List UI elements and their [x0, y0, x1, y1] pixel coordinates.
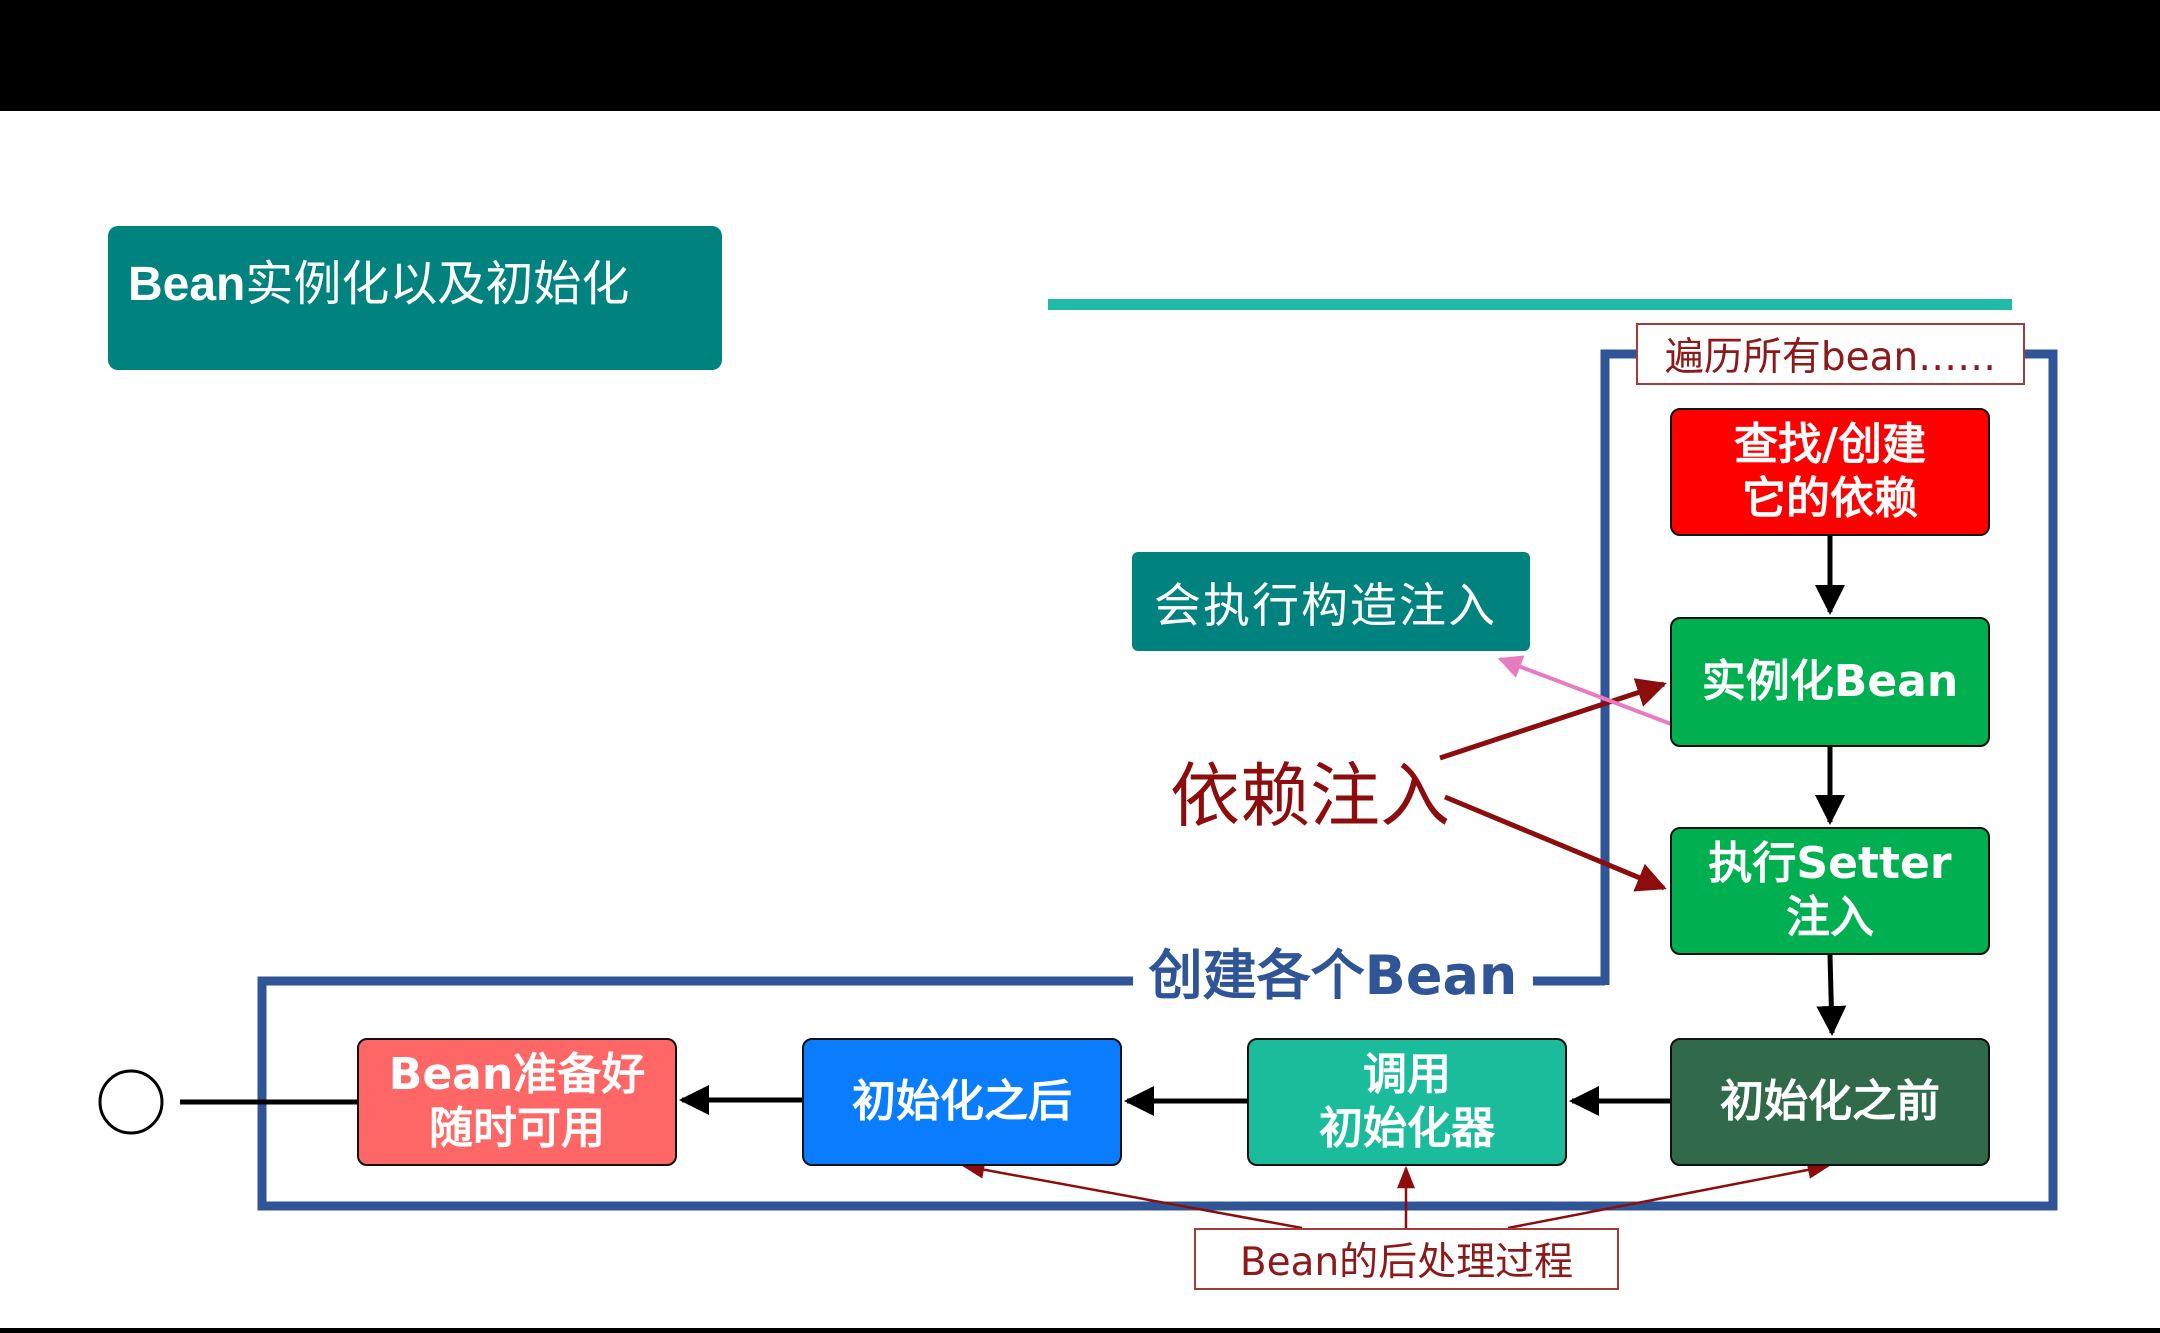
constructor-injection-note: 会执行构造注入: [1132, 552, 1530, 651]
node-setter-injection: 执行Setter 注入: [1670, 827, 1990, 955]
bottom-black-bar: [0, 1328, 2160, 1333]
node-instantiate-bean: 实例化Bean: [1670, 617, 1990, 747]
slide-title: Bean实例化以及初始化: [108, 226, 722, 370]
arrow-post-to-before: [1507, 1161, 1831, 1230]
node-before-init: 初始化之前: [1670, 1038, 1990, 1166]
accent-line: [1048, 299, 2012, 310]
end-state-circle: [98, 1069, 164, 1135]
node-after-init: 初始化之后: [802, 1038, 1122, 1166]
dependency-injection-label: 依赖注入: [1170, 755, 1450, 837]
arrow-post-to-after: [961, 1160, 1303, 1230]
title-prefix: Bean: [128, 258, 246, 311]
node-bean-ready: Bean准备好 随时可用: [357, 1038, 677, 1166]
arrow-setter-to-before: [1816, 954, 1847, 1036]
loop-frame: [257, 349, 2058, 1211]
node-find-dependencies: 查找/创建 它的依赖: [1670, 408, 1990, 536]
top-black-bar: [0, 0, 2160, 111]
post-processing-label: Bean的后处理过程: [1194, 1228, 1619, 1290]
arrow-di-to-setter: [1444, 794, 1667, 892]
loop-label: 遍历所有bean……: [1636, 323, 2025, 385]
title-suffix: 实例化以及初始化: [245, 258, 630, 311]
arrow-di-to-instantiate: [1439, 678, 1667, 761]
create-each-bean-label: 创建各个Bean: [1133, 935, 1533, 1007]
node-invoke-initializer: 调用 初始化器: [1247, 1038, 1567, 1166]
